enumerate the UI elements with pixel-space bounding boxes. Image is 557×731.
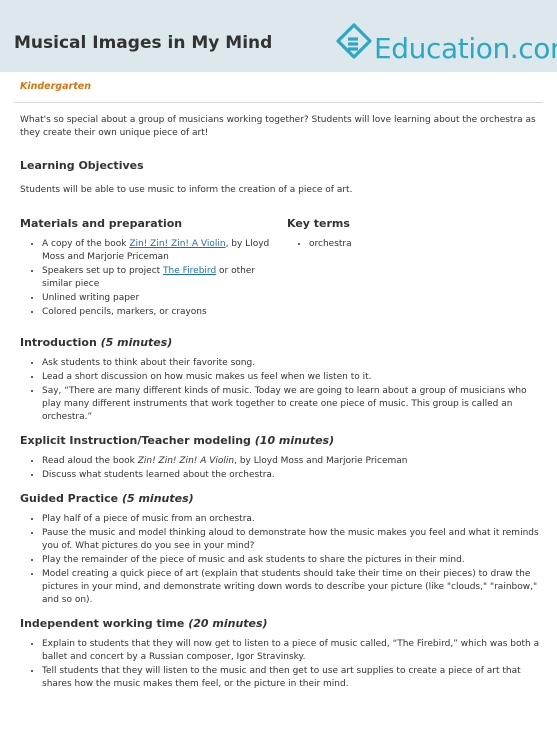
grade-level: Kindergarten xyxy=(20,81,91,92)
material-text: A copy of the book xyxy=(42,239,130,249)
section-time: (20 minutes) xyxy=(188,617,268,630)
list-item: Say, “There are many different kinds of … xyxy=(42,385,540,424)
introduction-list: Ask students to think about their favori… xyxy=(20,357,540,424)
list-item: Read aloud the book Zin! Zin! Zin! A Vio… xyxy=(42,455,540,468)
independent-list: Explain to students that they will now g… xyxy=(20,638,540,691)
materials-item: A copy of the book Zin! Zin! Zin! A Viol… xyxy=(42,238,285,264)
materials-item: Colored pencils, markers, or crayons xyxy=(42,306,285,319)
section-title: Independent working time xyxy=(20,617,189,630)
materials-item: Unlined writing paper xyxy=(42,292,285,305)
materials-list: A copy of the book Zin! Zin! Zin! A Viol… xyxy=(20,238,285,319)
list-item: Tell students that they will listen to t… xyxy=(42,665,540,691)
section-time: (10 minutes) xyxy=(254,434,335,447)
education-logo-icon xyxy=(336,23,372,59)
material-text: , by Lloyd Moss and Marjorie Priceman xyxy=(42,239,270,262)
section-title: Guided Practice xyxy=(20,492,122,505)
key-term: orchestra xyxy=(309,238,352,251)
education-com-logo[interactable]: Education.com xyxy=(334,20,557,66)
list-item: Ask students to think about their favori… xyxy=(42,357,540,370)
list-item: Play half of a piece of music from an or… xyxy=(42,513,540,526)
page-title: Musical Images in My Mind xyxy=(14,33,273,53)
section-time: (5 minutes) xyxy=(121,492,194,505)
firebird-link[interactable]: The Firebird xyxy=(163,266,217,276)
intro-paragraph: What's so special about a group of music… xyxy=(20,115,536,138)
objectives-heading: Learning Objectives xyxy=(20,159,144,172)
objectives-text: Students will be able to use music to in… xyxy=(20,185,353,195)
lesson-content: What's so special about a group of music… xyxy=(20,114,540,692)
materials-heading: Materials and preparation xyxy=(20,217,183,230)
key-terms-section: Key terms orchestra xyxy=(287,217,352,320)
materials-item: Speakers set up to project The Firebird … xyxy=(42,265,285,291)
list-item: Discuss what students learned about the … xyxy=(42,469,540,482)
key-terms-list: orchestra xyxy=(287,238,352,251)
item-text: Read aloud the book xyxy=(42,456,138,466)
explicit-heading: Explicit Instruction/Teacher modeling (1… xyxy=(20,434,540,447)
divider xyxy=(14,102,543,103)
logo-text: Education.com xyxy=(374,32,557,65)
section-title: Explicit Instruction/Teacher modeling xyxy=(20,434,255,447)
list-item: Model creating a quick piece of art (exp… xyxy=(42,568,540,607)
page-header: Musical Images in My Mind Education.com xyxy=(0,0,557,72)
list-item: Explain to students that they will now g… xyxy=(42,638,540,664)
material-text: or other similar piece xyxy=(42,266,256,289)
independent-heading: Independent working time (20 minutes) xyxy=(20,617,540,630)
guided-heading: Guided Practice (5 minutes) xyxy=(20,492,540,505)
section-title: Introduction xyxy=(20,336,101,349)
materials-section: Materials and preparation A copy of the … xyxy=(20,217,285,320)
materials-keyterms-row: Materials and preparation A copy of the … xyxy=(20,217,540,320)
list-item: Pause the music and model thinking aloud… xyxy=(42,527,540,553)
explicit-list: Read aloud the book Zin! Zin! Zin! A Vio… xyxy=(20,455,540,482)
item-text: , by Lloyd Moss and Marjorie Priceman xyxy=(234,456,408,466)
book-link[interactable]: Zin! Zin! Zin! A Violin xyxy=(129,239,226,249)
introduction-heading: Introduction (5 minutes) xyxy=(20,336,540,349)
list-item: Play the remainder of the piece of music… xyxy=(42,554,540,567)
book-title: Zin! Zin! Zin! A Violin xyxy=(137,456,235,466)
guided-list: Play half of a piece of music from an or… xyxy=(20,513,540,607)
list-item: Lead a short discussion on how music mak… xyxy=(42,371,540,384)
section-time: (5 minutes) xyxy=(100,336,173,349)
material-text: Speakers set up to project xyxy=(42,266,164,276)
key-terms-heading: Key terms xyxy=(287,217,350,230)
